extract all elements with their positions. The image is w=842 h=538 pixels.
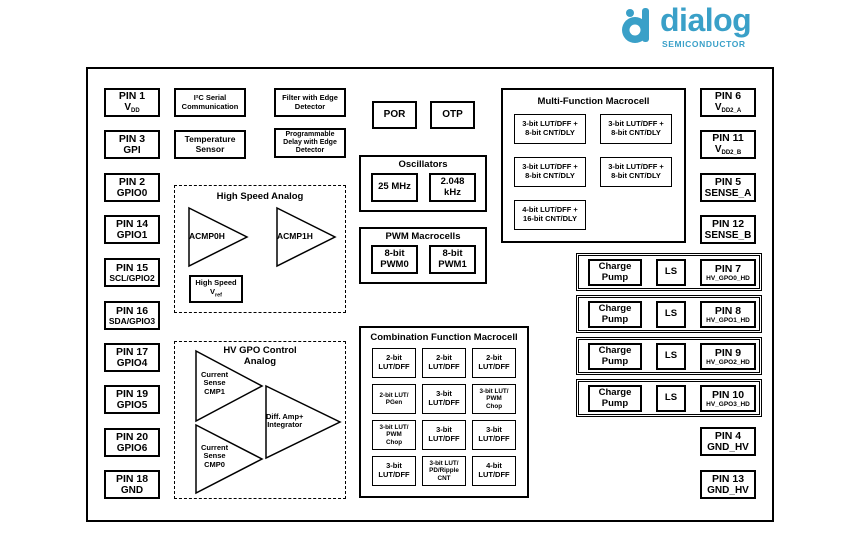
logo-tagline: SEMICONDUCTOR — [662, 39, 746, 49]
oscillators-group — [359, 155, 487, 212]
multi-function-macrocell-title: Multi-Function Macrocell — [537, 96, 650, 107]
pin-6-vdd2a: PIN 6 VDD2_A — [700, 88, 756, 117]
hv-gpo-control-group — [174, 341, 346, 499]
charge-pump-block: Charge Pump — [588, 385, 642, 412]
hv-channel-frame — [576, 295, 762, 333]
combination-macrocell-title: Combination Function Macrocell — [370, 332, 518, 343]
por-block: POR — [372, 101, 417, 129]
high-speed-analog-title: High Speed Analog — [216, 191, 304, 202]
hv-channel-frame — [576, 253, 762, 291]
acmp1h-comparator-icon — [276, 206, 337, 268]
acmp0h-comparator-icon — [188, 206, 249, 268]
programmable-delay-block: Programmable Delay with Edge Detector — [274, 128, 346, 158]
pin-1-vdd: PIN 1 VDD — [104, 88, 160, 117]
otp-block: OTP — [430, 101, 475, 129]
combination-macrocell-group — [359, 326, 529, 498]
current-sense-cmp1-icon — [195, 349, 264, 423]
chip-outline — [86, 67, 774, 522]
pwm-macrocells-title: PWM Macrocells — [385, 231, 461, 242]
diff-amp-integrator-label: Diff. Amp+Integrator — [266, 412, 304, 430]
comb-cell: 2-bit LUT/PGen — [372, 384, 416, 414]
pwm-macrocells-group — [359, 227, 487, 284]
high-speed-analog-group — [174, 185, 346, 313]
charge-pump-block: Charge Pump — [588, 343, 642, 370]
logo-word: dialog — [660, 2, 752, 38]
hv-channel-frame — [576, 379, 762, 417]
logo-mark-icon — [622, 8, 649, 43]
ls-block: LS — [656, 259, 686, 286]
mf-cell: 4-bit LUT/DFF +16-bit CNT/DLY — [514, 200, 586, 230]
pin-11-vdd2b: PIN 11 VDD2_B — [700, 130, 756, 159]
ls-block: LS — [656, 385, 686, 412]
ls-block: LS — [656, 301, 686, 328]
charge-pump-block: Charge Pump — [588, 301, 642, 328]
filter-edge-detector-block: Filter with Edge Detector — [274, 88, 346, 117]
current-sense-cmp0-icon — [195, 423, 264, 495]
oscillators-title: Oscillators — [398, 159, 448, 170]
high-speed-vref-block: High Speed Vref — [189, 275, 243, 303]
dialog-logo: dialog SEMICONDUCTOR — [612, 2, 782, 52]
hv-channel-frame — [576, 337, 762, 375]
oscillator-25mhz: 25 MHz — [371, 173, 418, 202]
acmp0h-label: ACMP0H — [189, 231, 225, 241]
multi-function-macrocell-group — [501, 88, 686, 243]
acmp1h-label: ACMP1H — [277, 231, 313, 241]
charge-pump-block: Charge Pump — [588, 259, 642, 286]
mf-cell: 3-bit LUT/DFF +8-bit CNT/DLY — [600, 157, 672, 187]
ls-block: LS — [656, 343, 686, 370]
mf-cell: 3-bit LUT/DFF +8-bit CNT/DLY — [514, 114, 586, 144]
mf-cell: 3-bit LUT/DFF +8-bit CNT/DLY — [514, 157, 586, 187]
mf-cell: 3-bit LUT/DFF +8-bit CNT/DLY — [600, 114, 672, 144]
temperature-sensor-block: Temperature Sensor — [174, 130, 246, 159]
diff-amp-integrator-icon — [265, 384, 342, 460]
